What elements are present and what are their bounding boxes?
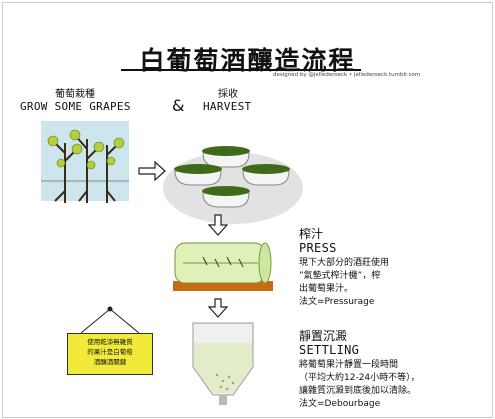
step-settling-label-zh: 靜置沉澱 <box>299 329 348 343</box>
designer-credit: designed by @jellederoeck • jellederoeck… <box>273 72 421 78</box>
press-line: 法文=Pressurage <box>299 297 375 307</box>
step-grow-label-en: GROW SOME GRAPES <box>20 100 131 113</box>
process-illustrations <box>41 121 303 405</box>
tip-sign: 使用乾淨無雜質 的果汁是白葡萄 酒釀酒關鍵 <box>67 333 153 375</box>
grape-vines-illustration <box>41 121 129 203</box>
settling-description: 將葡萄果汁靜置一段時間 （平均大約12-24小時不等）， 讓雜質沉澱到底後加以清… <box>299 359 420 411</box>
step-grow-label-zh: 葡萄栽種 <box>55 89 95 100</box>
arrow-down-icon <box>207 214 229 236</box>
arrow-down-icon <box>207 298 229 318</box>
step-harvest-label-zh: 採收 <box>218 89 238 100</box>
sign-hanger <box>80 306 140 334</box>
step-settling-label-en: SETTLING <box>299 343 360 357</box>
step-press-label-en: PRESS <box>299 241 337 255</box>
press-description: 現下大部分的酒莊使用 ”氣墊式榨汁機”，榨 出葡萄果汁。 法文=Pressura… <box>299 257 389 309</box>
press-line: 現下大部分的酒莊使用 <box>299 258 390 268</box>
press-line: ”氣墊式榨汁機”，榨 <box>299 271 381 281</box>
settling-line: 將葡萄果汁靜置一段時間 <box>299 360 399 370</box>
title-underline <box>121 69 361 71</box>
wine-press-illustration <box>173 242 273 291</box>
settling-line: 讓雜質沉澱到底後加以清除。 <box>299 386 417 396</box>
step-press-label-zh: 榨汁 <box>299 227 324 241</box>
tip-sign-line: 使用乾淨無雜質 <box>87 338 133 346</box>
step-harvest-label-en: HARVEST <box>203 100 252 113</box>
harvest-baskets-illustration <box>163 146 303 224</box>
arrow-right-icon <box>138 160 166 182</box>
settling-tank-illustration <box>192 322 254 405</box>
tip-sign-line: 酒釀酒關鍵 <box>93 358 127 366</box>
settling-line: 法文=Debourbage <box>299 399 381 409</box>
settling-line: （平均大約12-24小時不等）， <box>299 373 420 383</box>
tip-sign-line: 的果汁是白葡萄 <box>87 348 133 356</box>
ampersand: & <box>172 96 185 115</box>
press-line: 出葡萄果汁。 <box>299 284 354 294</box>
